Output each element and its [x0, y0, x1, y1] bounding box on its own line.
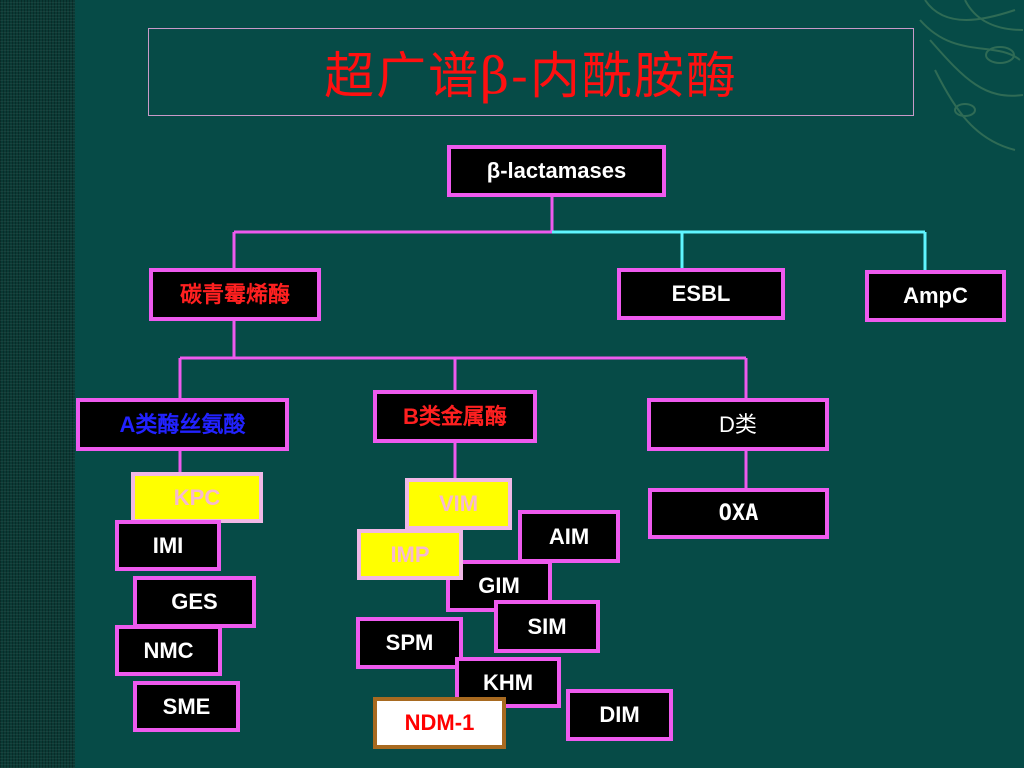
node-aim-label: AIM [548, 523, 590, 549]
node-kpc-label: KPC [173, 484, 221, 510]
node-oxa: OXA [648, 488, 829, 539]
node-beta-lactamases-label: β-lactamases [486, 158, 627, 183]
node-ges: GES [133, 576, 256, 628]
node-esbl: ESBL [617, 268, 785, 320]
node-carbapenemase-label: 碳青霉烯酶 [179, 281, 290, 307]
node-kpc: KPC [131, 472, 263, 523]
node-class-b-label: B类金属酶 [403, 403, 507, 429]
decorative-swirl-ornament [919, 0, 1024, 151]
decorative-side-strip [0, 0, 75, 768]
node-class-a: A类酶丝氨酸 [76, 398, 289, 451]
node-ndm-1: NDM-1 [373, 697, 506, 749]
node-gim-label: GIM [478, 573, 520, 598]
node-ges-label: GES [171, 589, 218, 614]
node-aim: AIM [518, 510, 620, 563]
node-carbapenemase: 碳青霉烯酶 [149, 268, 321, 321]
node-ndm-1-label: NDM-1 [404, 710, 475, 735]
title-box: 超广谱β-内酰胺酶 [148, 28, 914, 116]
node-beta-lactamases: β-lactamases [447, 145, 666, 197]
node-imp: IMP [357, 529, 463, 580]
node-class-d-label: D类 [719, 411, 757, 437]
node-khm-label: KHM [482, 669, 534, 695]
node-esbl-label: ESBL [671, 281, 731, 306]
node-class-a-label: A类酶丝氨酸 [119, 411, 246, 437]
slide-title: 超广谱β-内酰胺酶 [324, 47, 738, 105]
node-nmc: NMC [115, 625, 222, 676]
node-sme-label: SME [162, 693, 211, 719]
node-vim-label: VIM [438, 491, 479, 516]
node-sim-label: SIM [527, 613, 567, 639]
node-imp-label: IMP [390, 541, 430, 567]
node-class-d: D类 [647, 398, 829, 451]
node-nmc-label: NMC [143, 637, 194, 663]
node-spm: SPM [356, 617, 463, 669]
node-imi-label: IMI [152, 532, 184, 558]
node-spm-label: SPM [385, 630, 434, 655]
node-dim: DIM [566, 689, 673, 741]
node-ampc: AmpC [865, 270, 1006, 322]
node-oxa-label: OXA [718, 500, 759, 526]
node-sim: SIM [494, 600, 600, 653]
node-imi: IMI [115, 520, 221, 571]
node-vim: VIM [405, 478, 512, 530]
node-dim-label: DIM [599, 702, 640, 727]
node-sme: SME [133, 681, 240, 732]
node-class-b: B类金属酶 [373, 390, 537, 443]
node-ampc-label: AmpC [903, 283, 968, 308]
